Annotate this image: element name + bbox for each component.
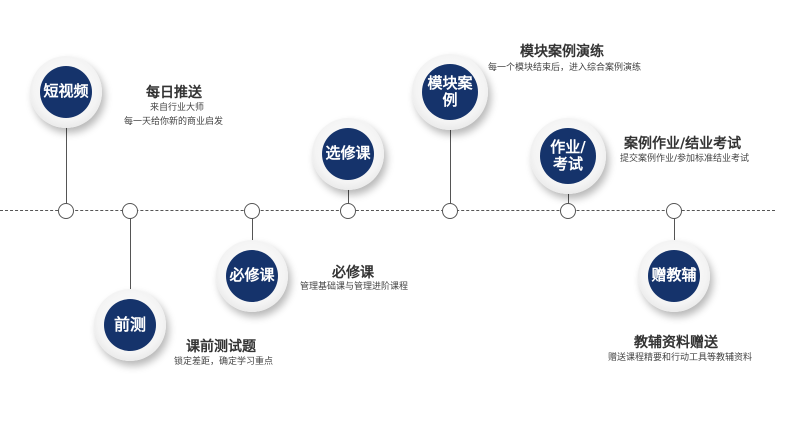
title-required-course: 必修课 — [332, 265, 374, 281]
badge-pretest: 前测 — [94, 289, 166, 361]
timeline-dot-4 — [340, 203, 356, 219]
badge-homework-exam: 作业/ 考试 — [530, 118, 606, 194]
timeline-dot-3 — [244, 203, 260, 219]
desc-homework-exam: 提交案例作业/参加标准结业考试 — [620, 154, 750, 164]
desc-required-course: 管理基础课与管理进阶课程 — [300, 282, 409, 292]
badge-homework-exam-label: 作业/ 考试 — [540, 128, 596, 184]
badge-elective-course-label: 选修课 — [322, 128, 374, 180]
badge-required-course-label: 必修课 — [226, 250, 278, 302]
timeline-dot-6 — [560, 203, 576, 219]
title-daily-push: 每日推送 — [146, 85, 202, 101]
badge-short-video: 短视频 — [30, 56, 102, 128]
desc-module-case: 每一个模块结束后，进入综合案例演练 — [488, 63, 642, 73]
timeline-dot-1 — [58, 203, 74, 219]
desc-daily-push-1: 来自行业大师 — [150, 103, 205, 113]
stem-3 — [252, 211, 253, 245]
title-homework-exam: 案例作业/结业考试 — [624, 136, 742, 152]
stem-1 — [66, 100, 67, 210]
badge-gift-materials-label: 赠教辅 — [648, 250, 700, 302]
stem-2 — [130, 211, 131, 297]
badge-short-video-label: 短视频 — [40, 66, 92, 118]
desc-pretest: 锁定差距，确定学习重点 — [174, 357, 274, 367]
badge-pretest-label: 前测 — [104, 299, 156, 351]
timeline-axis — [0, 210, 775, 211]
title-module-case: 模块案例演练 — [520, 44, 604, 60]
desc-gift-materials: 赠送课程精要和行动工具等教辅资料 — [608, 353, 753, 363]
timeline-dot-2 — [122, 203, 138, 219]
badge-gift-materials: 赠教辅 — [638, 240, 710, 312]
timeline-dot-5 — [442, 203, 458, 219]
desc-daily-push-2: 每一天给你新的商业启发 — [124, 117, 224, 127]
stem-7 — [674, 211, 675, 247]
stem-5 — [450, 110, 451, 210]
badge-module-case: 模块案 例 — [412, 54, 488, 130]
title-gift-materials: 教辅资料赠送 — [634, 335, 718, 351]
badge-elective-course: 选修课 — [312, 118, 384, 190]
title-pretest: 课前测试题 — [186, 339, 256, 355]
badge-required-course: 必修课 — [216, 240, 288, 312]
badge-module-case-label: 模块案 例 — [422, 64, 478, 120]
timeline-dot-7 — [666, 203, 682, 219]
